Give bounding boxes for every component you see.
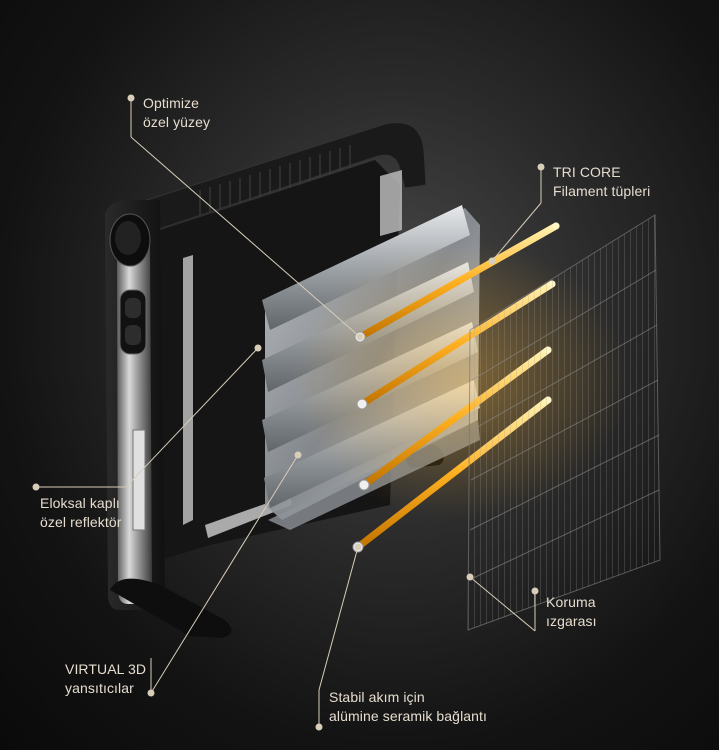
- callout-tricore-line2: Filament tüpleri: [553, 183, 651, 199]
- callout-virtual: VIRTUAL 3D yansıtıcılar: [65, 660, 146, 698]
- callout-optimize: Optimize özel yüzey: [143, 94, 210, 132]
- callout-eloksal: Eloksal kaplı özel reflektör: [40, 494, 122, 532]
- callout-stabil-line2: alümine seramik bağlantı: [329, 708, 488, 724]
- leader-line-stabil: [315, 543, 362, 731]
- leader-line-eloksal: [32, 344, 262, 491]
- leader-line-tricore: [488, 163, 545, 265]
- callout-optimize-line2: özel yüzey: [143, 114, 211, 130]
- callout-optimize-line1: Optimize: [143, 95, 200, 111]
- callout-tricore: TRI CORE Filament tüpleri: [553, 163, 650, 201]
- callout-virtual-line1: VIRTUAL 3D: [65, 661, 147, 677]
- leader-line-virtual: [147, 451, 302, 697]
- callout-tricore-line1: TRI CORE: [553, 164, 621, 180]
- callout-stabil: Stabil akım için alümine seramik bağlant…: [329, 688, 487, 726]
- callout-eloksal-line1: Eloksal kaplı: [40, 495, 120, 511]
- callout-koruma: Koruma ızgarası: [546, 593, 597, 631]
- callout-koruma-line2: ızgarası: [546, 613, 597, 629]
- callout-koruma-line1: Koruma: [546, 594, 596, 610]
- leader-line-koruma: [466, 573, 539, 632]
- callout-stabil-line1: Stabil akım için: [329, 689, 425, 705]
- leader-line-optimize: [127, 94, 364, 341]
- callout-virtual-line2: yansıtıcılar: [65, 680, 134, 696]
- callout-eloksal-line2: özel reflektör: [40, 514, 122, 530]
- leader-lines: [32, 94, 545, 731]
- protective-grill: [467, 214, 661, 631]
